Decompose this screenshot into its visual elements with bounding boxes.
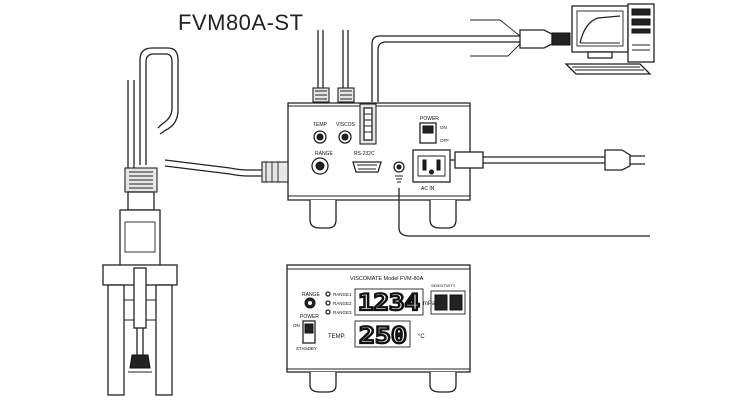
temp-value: 250 bbox=[359, 324, 407, 349]
sensitivity-display bbox=[430, 290, 466, 315]
range3-led bbox=[325, 309, 331, 315]
standby-label: STANDBY bbox=[296, 346, 317, 351]
ac-in-label: AC IN bbox=[421, 186, 435, 192]
temp-unit: °C bbox=[418, 334, 425, 340]
rs232c-port bbox=[352, 161, 382, 173]
range2-label: RANGE2 bbox=[333, 301, 352, 306]
range3-label: RANGE3 bbox=[333, 310, 352, 315]
range-label-front: RANGE bbox=[302, 292, 320, 298]
computer-icon bbox=[564, 3, 655, 75]
on-label-back: ON bbox=[440, 125, 447, 130]
temp-display bbox=[354, 320, 411, 348]
rs232c-label: RS-232C bbox=[354, 151, 375, 157]
rs232c-cable bbox=[371, 19, 571, 102]
back-panel: TEMP VISCOS RANGE RS-232C POWER ON OFF A… bbox=[287, 102, 471, 229]
probe-stand bbox=[102, 167, 178, 396]
viscos-label: VISCOS bbox=[336, 122, 356, 128]
power-plug bbox=[604, 149, 631, 171]
sensitivity-label: SENSITIVITY bbox=[431, 283, 456, 288]
front-panel: VISCOMATE Model FVM-80A RANGE POWER ON S… bbox=[286, 264, 471, 393]
diagram-title: FVM80A-ST bbox=[178, 10, 304, 35]
viscosity-value: 1234 bbox=[358, 291, 420, 316]
ac-inlet bbox=[412, 149, 451, 183]
power-cable bbox=[450, 149, 645, 171]
viscosity-display bbox=[354, 288, 424, 316]
range2-led bbox=[325, 300, 331, 306]
model-label: VISCOMATE Model FVM-80A bbox=[350, 276, 424, 282]
sensor-cables bbox=[312, 30, 355, 103]
viscosity-unit: mPa·s bbox=[423, 301, 440, 307]
range-label: RANGE bbox=[315, 151, 333, 157]
temp-label-front: TEMP. bbox=[328, 334, 346, 340]
off-label-back: OFF bbox=[440, 138, 449, 143]
range1-led bbox=[325, 291, 331, 297]
temp-label: TEMP bbox=[313, 122, 328, 128]
probe-cable bbox=[127, 47, 289, 183]
power-label-front: POWER bbox=[300, 314, 319, 320]
on-label-front: ON bbox=[293, 323, 300, 328]
range1-label: RANGE1 bbox=[333, 292, 352, 297]
power-label-back: POWER bbox=[420, 116, 439, 122]
ground-wire bbox=[398, 188, 650, 237]
